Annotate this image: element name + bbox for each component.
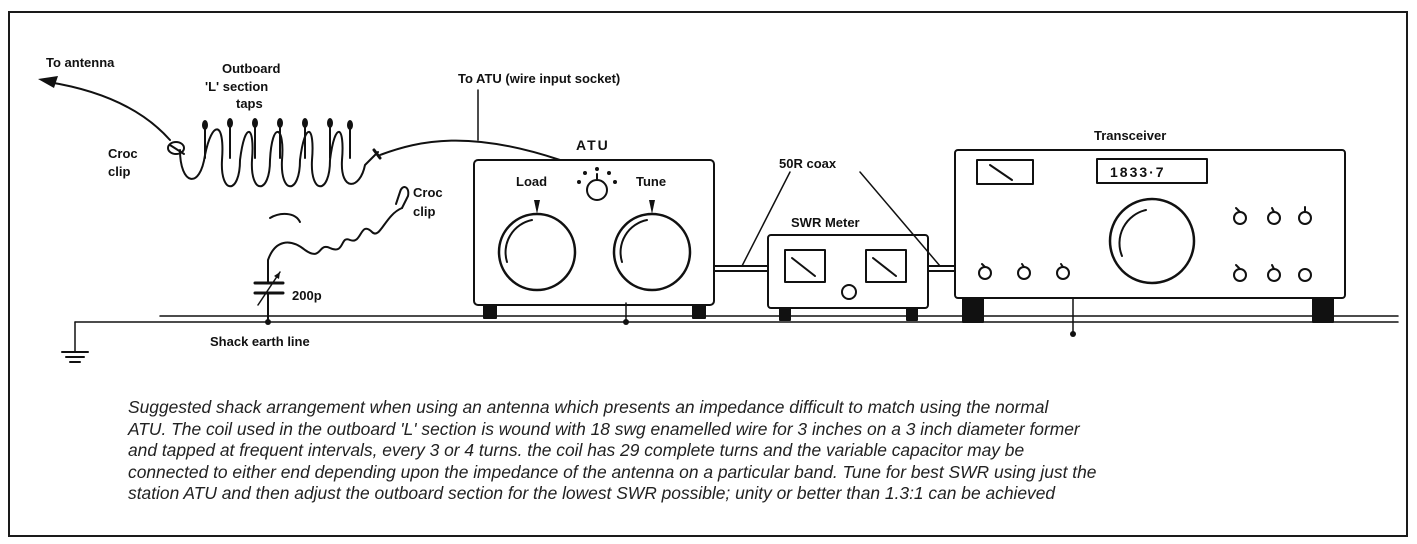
antenna-wire xyxy=(38,76,171,141)
variable-capacitor-symbol xyxy=(253,271,285,323)
to-antenna-label: To antenna xyxy=(46,55,115,70)
caption-line: station ATU and then adjust the outboard… xyxy=(128,483,1056,504)
tune-knob xyxy=(612,200,692,292)
transceiver-front-knobs xyxy=(978,206,1312,282)
swr-meter-label: SWR Meter xyxy=(791,215,860,230)
coax-cables xyxy=(713,171,956,272)
croc-clip-right-label-1: Croc xyxy=(413,185,443,200)
swr-meter-dial-left xyxy=(784,249,826,283)
capacitor-branch xyxy=(267,186,410,283)
earth-line-label: Shack earth line xyxy=(210,334,310,349)
earth-line xyxy=(61,297,1399,363)
swr-meter-unit xyxy=(767,234,929,321)
figure-caption: Suggested shack arrangement when using a… xyxy=(128,397,1290,505)
coax-label: 50R coax xyxy=(779,156,837,171)
to-atu-label: To ATU (wire input socket) xyxy=(458,71,620,86)
transceiver-unit xyxy=(954,149,1346,323)
figure-frame xyxy=(8,11,1408,537)
caption-line: Suggested shack arrangement when using a… xyxy=(128,397,1049,417)
caption-line: and tapped at frequent intervals, every … xyxy=(128,440,1025,461)
vfo-tuning-knob xyxy=(1108,197,1196,285)
frequency-readout: 1833·7 xyxy=(1110,164,1166,180)
croc-clip-right-label-2: clip xyxy=(413,204,435,219)
croc-clip-left-label-2: clip xyxy=(108,164,130,179)
load-knob xyxy=(497,200,577,292)
load-label: Load xyxy=(516,174,547,189)
capacitor-label: 200p xyxy=(292,288,322,303)
caption-line: ATU. The coil used in the outboard 'L' s… xyxy=(128,418,1080,439)
wire-to-atu xyxy=(379,139,561,161)
atu-unit xyxy=(473,159,715,319)
croc-clip-left xyxy=(167,141,185,155)
croc-clip-left-label-1: Croc xyxy=(108,146,138,161)
transceiver-label: Transceiver xyxy=(1094,128,1166,143)
outboard-label-line2: 'L' section xyxy=(205,79,268,94)
atu-label: ATU xyxy=(576,137,610,153)
atu-selector-knob xyxy=(577,167,617,201)
caption-line: connected to either end depending upon t… xyxy=(128,461,1097,482)
transceiver-meter xyxy=(976,159,1034,185)
tune-label: Tune xyxy=(636,174,666,189)
swr-meter-dial-right xyxy=(865,249,907,283)
outboard-label-line1: Outboard xyxy=(222,61,281,76)
outboard-label-line3: taps xyxy=(236,96,263,111)
frequency-display xyxy=(1096,158,1208,184)
outboard-coil xyxy=(179,118,379,188)
coil-right-clip xyxy=(372,148,382,160)
